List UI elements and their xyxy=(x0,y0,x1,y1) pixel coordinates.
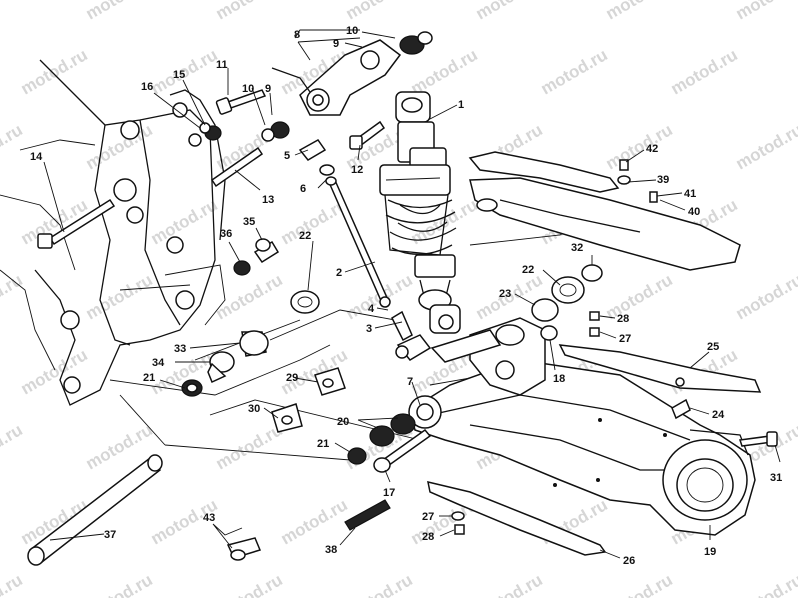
callout-39: 39 xyxy=(657,174,669,186)
swingarm xyxy=(408,317,756,536)
tie-rod xyxy=(325,176,432,361)
callout-25: 25 xyxy=(707,341,719,353)
watermark-text: motod.ru xyxy=(148,195,221,248)
watermark-text: motod.ru xyxy=(538,45,611,98)
callout-21-lower: 21 xyxy=(317,438,329,450)
chain-slider-bottom xyxy=(427,480,607,556)
callout-35: 35 xyxy=(243,216,255,228)
callout-27-right: 27 xyxy=(619,333,631,345)
callout-37: 37 xyxy=(104,529,116,541)
watermark-text: motod.ru xyxy=(83,0,156,23)
watermark-text: motod.ru xyxy=(213,570,286,598)
chain-guard xyxy=(468,151,741,271)
callout-30: 30 xyxy=(248,403,260,415)
callout-38: 38 xyxy=(325,544,337,556)
watermark-text: motod.ru xyxy=(18,45,91,98)
callout-9-left: 9 xyxy=(265,83,271,95)
watermark-text: motod.ru xyxy=(733,270,798,323)
watermark-text: motod.ru xyxy=(18,345,91,398)
callout-34: 34 xyxy=(152,357,165,369)
watermark-text: motod.ru xyxy=(473,0,546,23)
callout-26: 26 xyxy=(623,555,635,567)
callout-36: 36 xyxy=(220,228,232,240)
watermark-text: motod.ru xyxy=(343,0,416,23)
callout-28-bottom: 28 xyxy=(422,531,434,543)
callout-41: 41 xyxy=(684,188,696,200)
callout-15: 15 xyxy=(173,69,185,81)
callout-8: 8 xyxy=(294,29,300,41)
callout-17: 17 xyxy=(383,487,395,499)
callout-3: 3 xyxy=(366,323,372,335)
leader-lines xyxy=(43,29,781,559)
callout-13: 13 xyxy=(262,194,274,206)
callout-10-left: 10 xyxy=(242,83,254,95)
watermark-text: motod.ru xyxy=(733,570,798,598)
callout-42: 42 xyxy=(646,143,658,155)
frame xyxy=(0,59,226,406)
watermark-text: motod.ru xyxy=(0,0,26,23)
watermark-text: motod.ru xyxy=(603,0,676,23)
callout-29: 29 xyxy=(286,372,298,384)
watermark-text: motod.ru xyxy=(0,270,26,323)
callout-2: 2 xyxy=(336,267,342,279)
assembly-guide-lines xyxy=(109,209,606,461)
rear-shock-absorber xyxy=(379,91,461,334)
watermark-text: motod.ru xyxy=(473,570,546,598)
watermark-text: motod.ru xyxy=(668,45,741,98)
callout-6: 6 xyxy=(300,183,306,195)
callout-32: 32 xyxy=(571,242,583,254)
watermark-text: motod.ru xyxy=(0,570,26,598)
watermark-text: motod.ru xyxy=(603,270,676,323)
watermark-text: motod.ru xyxy=(603,570,676,598)
callout-19: 19 xyxy=(704,546,716,558)
watermark-text: motod.ru xyxy=(278,495,351,548)
callout-43: 43 xyxy=(203,512,215,524)
callout-28-right: 28 xyxy=(617,313,629,325)
bushings xyxy=(27,122,778,566)
callout-12: 12 xyxy=(351,164,363,176)
callout-16: 16 xyxy=(141,81,153,93)
rocker-arm xyxy=(215,31,433,176)
watermark-text: motod.ru xyxy=(83,570,156,598)
watermark-text: motod.ru xyxy=(343,570,416,598)
watermark-text: motod.ru xyxy=(603,120,676,173)
watermark-text: motod.ru xyxy=(213,420,286,473)
watermark-text: motod.ru xyxy=(733,120,798,173)
watermark-text: motod.ru xyxy=(213,270,286,323)
callout-labels: 1 2 3 4 5 6 7 8 9 9 10 10 11 12 13 14 15… xyxy=(30,25,782,567)
watermark-text: motod.ru xyxy=(0,420,26,473)
chain-slider-top xyxy=(558,344,762,393)
callout-33: 33 xyxy=(174,343,186,355)
callout-4: 4 xyxy=(368,303,375,315)
callout-9-top: 9 xyxy=(333,38,339,50)
callout-18: 18 xyxy=(553,373,565,385)
callout-21-left: 21 xyxy=(143,372,155,384)
callout-5: 5 xyxy=(284,150,290,162)
callout-31: 31 xyxy=(770,472,782,484)
callout-23: 23 xyxy=(499,288,511,300)
callout-24: 24 xyxy=(712,409,725,421)
watermark-text: motod.ru xyxy=(0,120,26,173)
callout-20: 20 xyxy=(337,416,349,428)
callout-1: 1 xyxy=(458,99,464,111)
callout-7: 7 xyxy=(407,376,413,388)
callout-22-left: 22 xyxy=(299,230,311,242)
callout-10-top: 10 xyxy=(346,25,358,37)
callout-14: 14 xyxy=(30,151,43,163)
watermark-text: motod.ru xyxy=(83,270,156,323)
callout-11: 11 xyxy=(216,59,228,71)
callout-40: 40 xyxy=(688,206,700,218)
callout-22-right: 22 xyxy=(522,264,534,276)
callout-27-bottom: 27 xyxy=(422,511,434,523)
watermark-text: motod.ru xyxy=(213,0,286,23)
watermark-text: motod.ru xyxy=(733,0,798,23)
